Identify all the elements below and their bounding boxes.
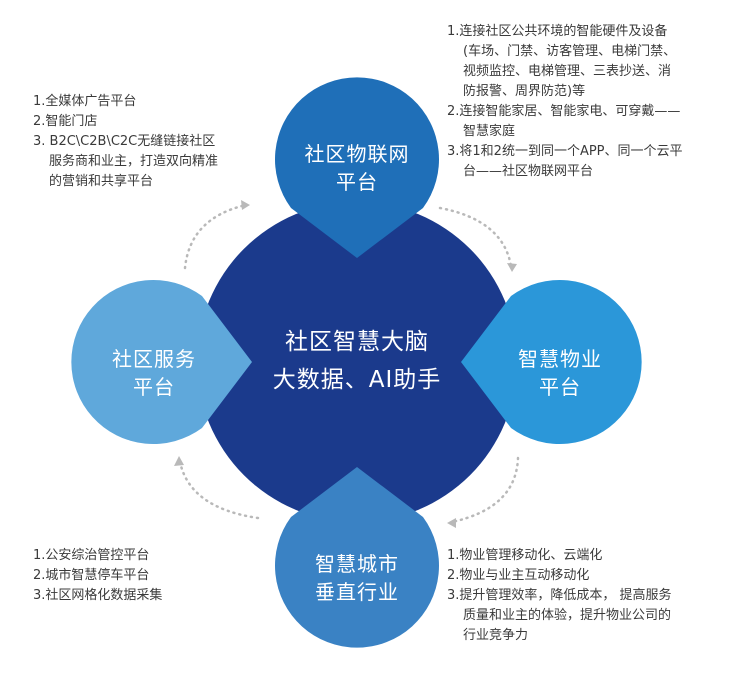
node-city-shape <box>275 467 440 648</box>
node-service-label-line2: 平台 <box>133 375 175 399</box>
arrowhead-property-to-city <box>447 518 456 528</box>
note-line: 1.全媒体广告平台 <box>33 94 137 109</box>
arrowhead-service-to-iot <box>241 200 250 210</box>
center-circle <box>197 202 517 522</box>
arrowhead-city-to-service <box>174 456 184 466</box>
connector-iot-to-property <box>438 206 513 268</box>
note-line: 3.将1和2统一到同一个APP、同一个云平 <box>447 144 683 159</box>
node-property-label: 智慧物业 平台 <box>485 345 635 401</box>
node-service-label-line1: 社区服务 <box>112 347 196 371</box>
note-line: 1.物业管理移动化、云端化 <box>447 548 603 563</box>
note-line: 3. B2C\C2B\C2C无缝链接社区 <box>33 134 216 149</box>
center-subtitle: 大数据、AI助手 <box>272 367 442 393</box>
node-property-label-line1: 智慧物业 <box>518 347 602 371</box>
note-line: 2.物业与业主互动移动化 <box>447 568 590 583</box>
note-line: 3.社区网格化数据采集 <box>33 588 163 603</box>
center-title: 社区智慧大脑 <box>285 329 429 355</box>
node-smart-city <box>275 467 440 648</box>
note-line: 服务商和业主，打造双向精准 <box>49 154 219 169</box>
node-city-label-line1: 智慧城市 <box>315 552 399 576</box>
note-line: 2.连接智能家居、智能家电、可穿戴—— <box>447 104 681 119</box>
center-label: 社区智慧大脑 大数据、AI助手 <box>237 323 477 399</box>
note-line: 防报警、周界防范)等 <box>463 84 586 99</box>
connector-city-to-service <box>178 460 260 520</box>
note-line: 行业竞争力 <box>463 628 529 643</box>
node-service-shape <box>71 279 253 444</box>
node-service-label: 社区服务 平台 <box>79 345 229 401</box>
arrowhead-iot-to-property <box>507 263 517 272</box>
node-city-label-line2: 垂直行业 <box>315 580 399 604</box>
note-line: 2.城市智慧停车平台 <box>33 568 150 583</box>
note-line: 3.提升管理效率，降低成本， 提高服务 <box>447 588 672 603</box>
node-iot-platform <box>275 77 439 258</box>
note-bottom-left: 1.公安综治管控平台 2.城市智慧停车平台 3.社区网格化数据采集 <box>33 546 162 606</box>
note-line: 台——社区物联网平台 <box>463 164 594 179</box>
node-iot-shape <box>275 77 439 258</box>
note-line: 2.智能门店 <box>33 114 98 129</box>
note-line: 1.连接社区公共环境的智能硬件及设备 <box>447 24 668 39</box>
node-city-label: 智慧城市 垂直行业 <box>282 550 432 606</box>
note-line: 质量和业主的体验，提升物业公司的 <box>463 608 672 623</box>
note-line: 1.公安综治管控平台 <box>33 548 150 563</box>
note-top-right: 1.连接社区公共环境的智能硬件及设备 (车场、门禁、访客管理、电梯门禁、 视频监… <box>447 22 683 182</box>
node-property-shape <box>461 279 642 444</box>
node-property-label-line2: 平台 <box>539 375 581 399</box>
node-smart-property <box>461 279 642 444</box>
note-line: 智慧家庭 <box>463 124 516 139</box>
note-line: (车场、门禁、访客管理、电梯门禁、 <box>463 44 677 59</box>
note-line: 的营销和共享平台 <box>49 174 154 189</box>
node-iot-label-line1: 社区物联网 <box>304 142 410 166</box>
note-bottom-right: 1.物业管理移动化、云端化 2.物业与业主互动移动化 3.提升管理效率，降低成本… <box>447 546 672 646</box>
note-top-left: 1.全媒体广告平台 2.智能门店 3. B2C\C2B\C2C无缝链接社区 服务… <box>33 92 218 192</box>
node-iot-label: 社区物联网 平台 <box>282 140 432 196</box>
node-iot-label-line2: 平台 <box>336 170 378 194</box>
note-line: 视频监控、电梯管理、三表抄送、消 <box>463 64 672 79</box>
connector-service-to-iot <box>183 203 248 270</box>
node-community-service <box>71 279 253 444</box>
